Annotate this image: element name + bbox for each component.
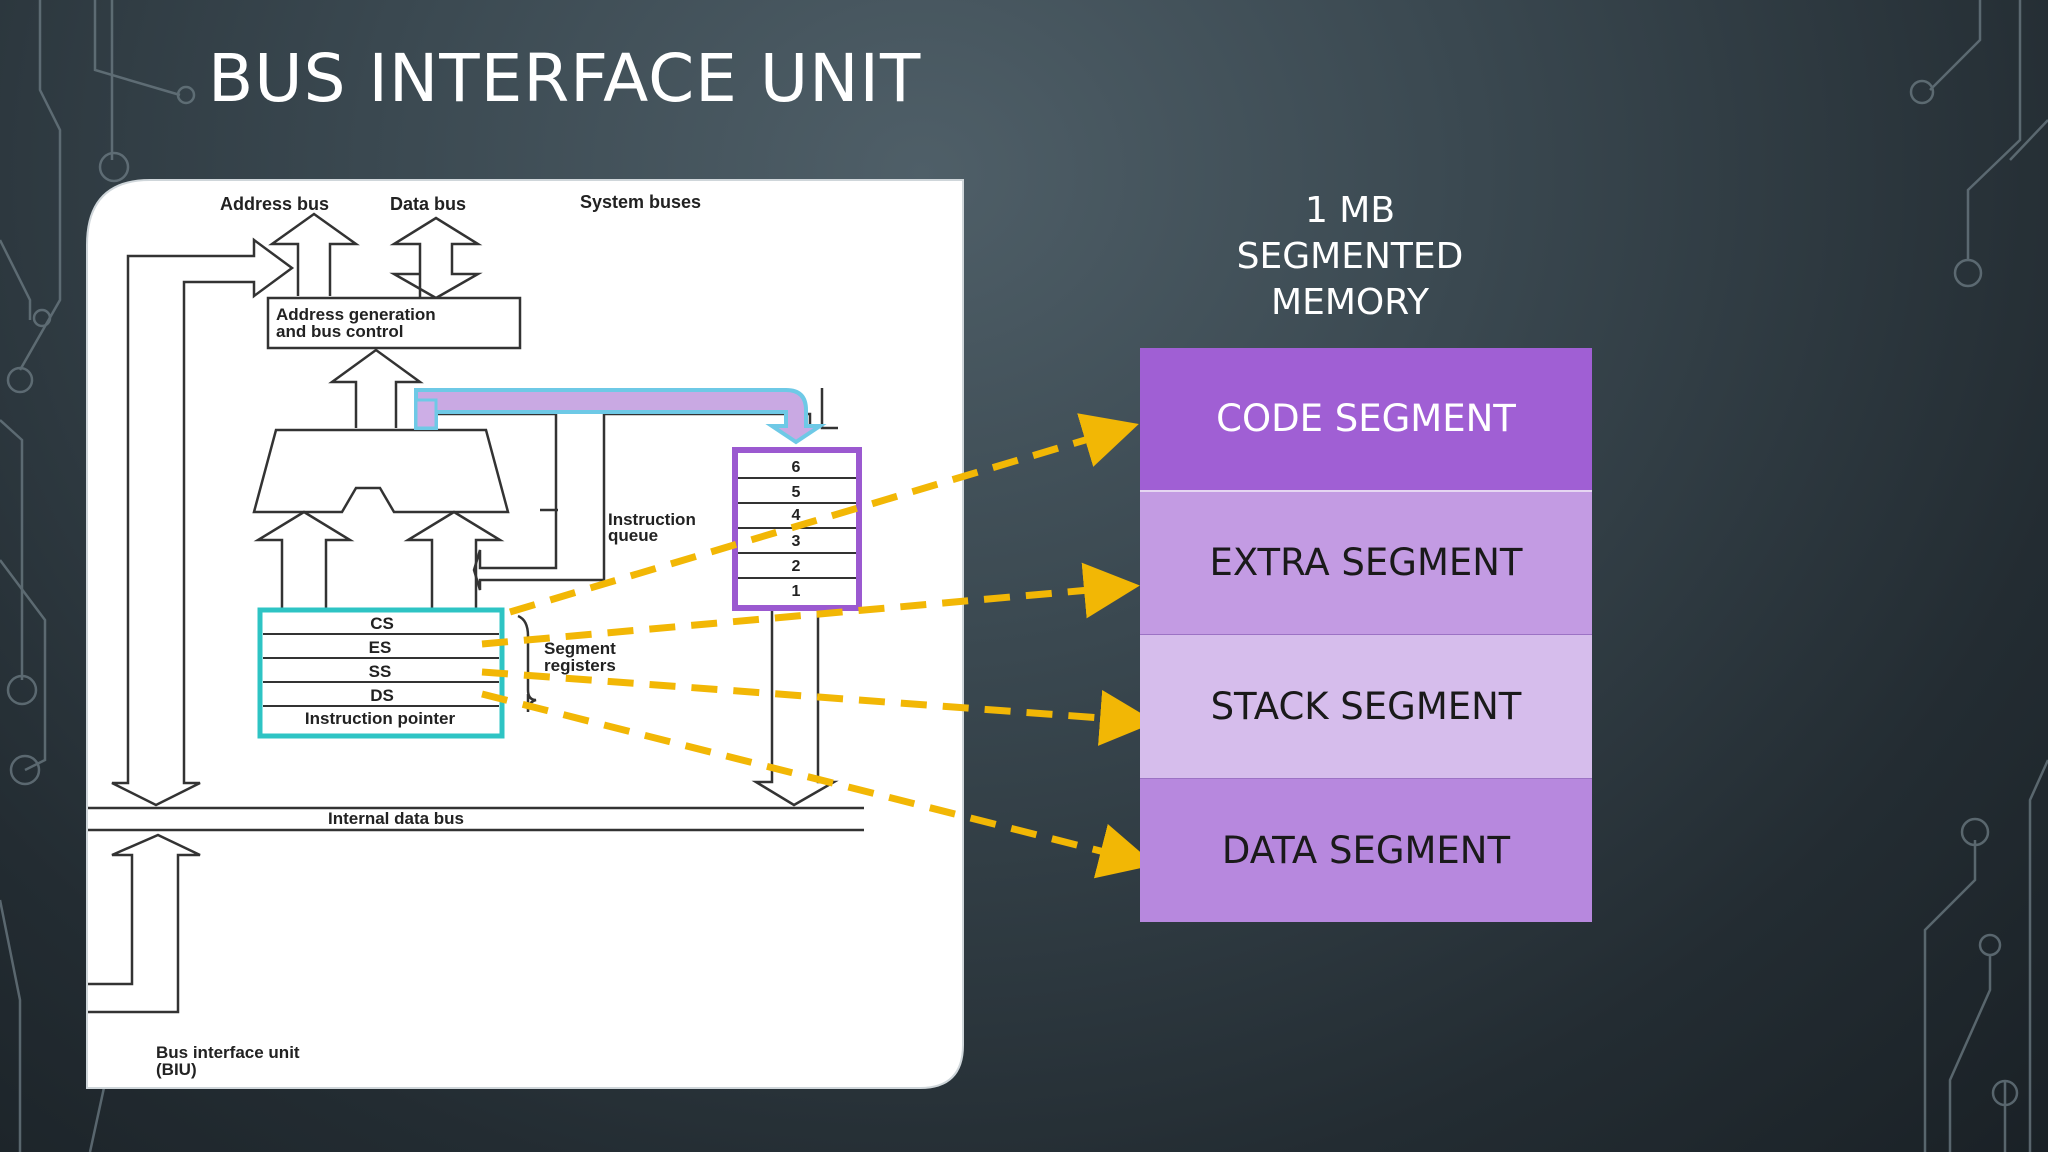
arrow-cs-to-code <box>508 413 1139 616</box>
internal-bus-label: Internal data bus <box>328 809 464 828</box>
left-vertical-bus <box>111 237 295 807</box>
queue-slot: 3 <box>792 533 801 550</box>
queue-slot: 1 <box>792 583 801 600</box>
data-bus-label: Data bus <box>390 194 466 214</box>
queue-slot: 5 <box>792 484 801 501</box>
address-bus-arrow <box>268 212 360 296</box>
register-ip: Instruction pointer <box>305 709 456 728</box>
queue-slot: 4 <box>792 507 801 524</box>
arrow-ds-to-data <box>481 690 1156 879</box>
register-ss: SS <box>369 662 392 681</box>
biu-label: Bus interface unit <box>156 1043 300 1062</box>
address-bus-label: Address bus <box>220 194 329 214</box>
instruction-queue-label: Instruction <box>608 510 696 529</box>
segment-registers <box>257 607 505 739</box>
memory-caption-line: SEGMENTED <box>1236 236 1464 277</box>
register-ds: DS <box>370 686 394 705</box>
address-generation-label: Address generation <box>276 305 436 324</box>
stack-segment: STACK SEGMENT <box>1140 635 1592 779</box>
address-adder <box>252 428 510 514</box>
queue-slot: 6 <box>792 459 801 476</box>
data-segment: DATA SEGMENT <box>1140 778 1592 922</box>
register-cs: CS <box>370 614 394 633</box>
memory-caption: 1 MB SEGMENTED MEMORY <box>1200 188 1500 326</box>
queue-feed-path <box>414 388 827 445</box>
arrow-ss-to-stack <box>481 668 1156 746</box>
memory-caption-line: MEMORY <box>1271 282 1429 323</box>
instruction-queue-label-2: queue <box>608 526 658 545</box>
segment-registers-label: Segment <box>544 639 616 658</box>
system-buses-label: System buses <box>580 192 701 212</box>
extra-segment: EXTRA SEGMENT <box>1140 491 1592 635</box>
address-generation-box <box>266 296 522 350</box>
slide-title: BUS INTERFACE UNIT <box>208 40 922 117</box>
arrow-es-to-extra <box>481 562 1140 648</box>
segmented-memory: CODE SEGMENT EXTRA SEGMENT STACK SEGMENT… <box>1140 348 1592 922</box>
address-generation-label-2: and bus control <box>276 322 404 341</box>
queue-slot: 2 <box>792 558 801 575</box>
code-segment: CODE SEGMENT <box>1140 348 1592 492</box>
memory-caption-line: 1 MB <box>1304 190 1396 231</box>
segment-registers-label-2: registers <box>544 656 616 675</box>
register-es: ES <box>369 638 392 657</box>
diagram-panel <box>86 179 964 1089</box>
biu-label-2: (BIU) <box>156 1060 197 1079</box>
